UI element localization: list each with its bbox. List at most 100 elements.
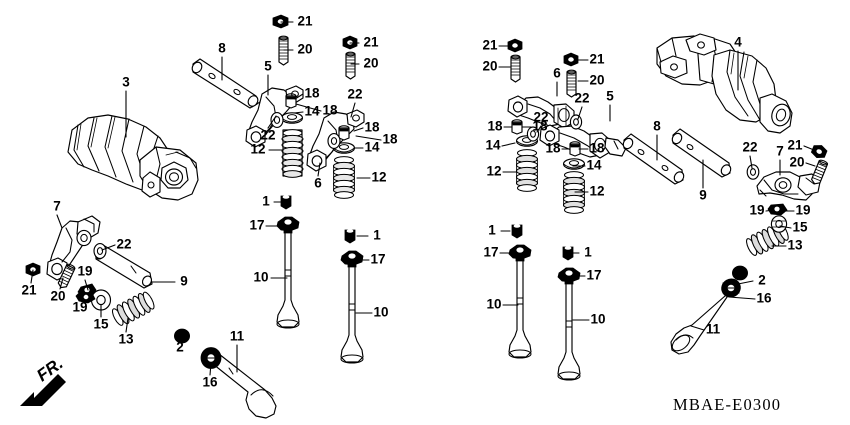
callout-8: 8: [653, 119, 661, 161]
callout-number: 12: [371, 170, 386, 185]
callout-20: 20: [350, 56, 379, 71]
callout-1: 1: [262, 194, 284, 209]
part-cotter-1-c: [511, 224, 523, 239]
part-locknut-21-d: [563, 52, 579, 67]
callout-number: 19: [795, 203, 810, 218]
callout-21: 21: [280, 14, 313, 29]
callout-number: 14: [304, 104, 320, 119]
part-valve-spring-12-d: [562, 171, 586, 214]
callout-20: 20: [482, 59, 511, 74]
callout-leader-line: [355, 135, 382, 141]
callout-10: 10: [572, 312, 606, 327]
part-cotter-1-d: [562, 246, 574, 261]
callout-9: 9: [151, 274, 188, 289]
callout-10: 10: [253, 270, 288, 285]
part-adjusting-screw-20-c: [510, 54, 521, 83]
callout-number: 21: [363, 35, 379, 50]
part-adjusting-screw-20-b: [345, 51, 356, 80]
callout-number: 18: [304, 86, 320, 101]
callout-18: 18: [521, 119, 548, 134]
callout-leader-line: [209, 362, 212, 376]
callout-21: 21: [577, 52, 605, 67]
part-locknut-21-f: [810, 145, 828, 158]
callout-2: 2: [737, 273, 766, 288]
part-rocker-arm-7-right: [756, 171, 821, 201]
callout-number: 14: [586, 158, 602, 173]
part-cotter-18-b: [338, 125, 350, 141]
callout-12: 12: [574, 184, 605, 199]
callout-number: 3: [122, 75, 130, 90]
callout-14: 14: [572, 158, 602, 173]
callout-leader-line: [30, 269, 34, 284]
callout-number: 13: [118, 332, 134, 347]
callout-leader-line: [690, 325, 705, 331]
callout-12: 12: [356, 170, 387, 185]
callout-18: 18: [578, 141, 605, 156]
callout-18: 18: [355, 132, 398, 147]
callout-leader-line: [79, 294, 85, 301]
callout-number: 2: [176, 340, 184, 355]
callout-number: 19: [72, 300, 87, 315]
part-cotter-2-left: [173, 328, 190, 344]
callout-leader-line: [125, 317, 129, 333]
callout-number: 14: [485, 138, 501, 153]
callout-11: 11: [230, 329, 245, 373]
part-cotter-1-a: [280, 195, 292, 210]
callout-22: 22: [742, 140, 758, 169]
callout-leader-line: [101, 244, 116, 251]
callout-number: 18: [487, 119, 503, 134]
callout-19: 19: [784, 203, 811, 218]
callout-leader-line: [59, 277, 64, 290]
callout-number: 15: [93, 317, 109, 332]
part-valve-11-right: [670, 286, 735, 355]
callout-number: 14: [364, 140, 380, 155]
callout-14: 14: [293, 104, 320, 119]
callout-22: 22: [101, 237, 132, 252]
callout-13: 13: [118, 317, 134, 347]
callout-number: 18: [532, 119, 548, 134]
callout-number: 11: [706, 322, 721, 337]
part-washer-19-left-b: [75, 291, 96, 304]
callout-20: 20: [50, 277, 66, 304]
callout-12: 12: [486, 164, 517, 179]
callout-number: 1: [373, 228, 381, 243]
callout-number: 7: [53, 199, 61, 214]
callout-number: 12: [589, 184, 604, 199]
callout-leader-line: [294, 93, 304, 100]
part-cotter-1-b: [344, 229, 356, 244]
part-camshaft-front: [67, 114, 199, 201]
part-spring-retainer-16-left: [200, 347, 222, 369]
callout-22: 22: [574, 91, 590, 120]
callout-leader-line: [803, 145, 815, 151]
callout-number: 21: [482, 38, 498, 53]
callout-leader-line: [749, 155, 753, 169]
callout-20: 20: [789, 155, 816, 170]
callout-20: 20: [283, 42, 313, 57]
callout-20: 20: [577, 73, 605, 88]
callout-number: 18: [382, 132, 398, 147]
callout-18: 18: [545, 141, 571, 156]
callout-leader-line: [779, 225, 792, 229]
callout-number: 18: [589, 141, 605, 156]
callout-leader-line: [805, 162, 816, 167]
callout-15: 15: [93, 304, 109, 332]
callout-19: 19: [749, 203, 775, 218]
callout-number: 15: [792, 220, 808, 235]
part-valve-11-left: [212, 353, 277, 419]
callout-number: 1: [488, 223, 496, 238]
callout-7: 7: [776, 144, 784, 176]
callout-10: 10: [486, 297, 519, 312]
callout-number: 8: [218, 41, 226, 56]
callout-leader-line: [267, 115, 277, 129]
callout-18: 18: [295, 103, 338, 118]
callout-number: 12: [486, 164, 501, 179]
part-spring-retainer-14-d: [562, 158, 586, 170]
part-valve-spring-12-a: [281, 129, 304, 178]
callout-number: 17: [249, 218, 264, 233]
callout-number: 22: [742, 140, 757, 155]
callout-number: 10: [373, 305, 388, 320]
callout-number: 21: [297, 14, 313, 29]
part-rocker-shaft-8-right: [622, 133, 685, 185]
